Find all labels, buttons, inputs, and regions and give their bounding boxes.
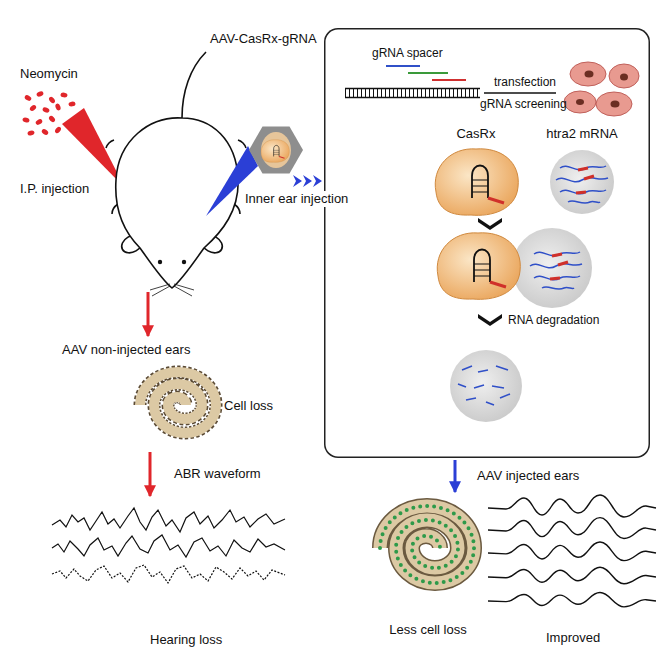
node-text: htra2 mRNA [546, 126, 618, 142]
node-text: Improved [546, 630, 600, 646]
process-panel: gRNA spacer transfection gRNA screeningRNA… [324, 28, 650, 458]
annotation-label: AAV-CasRx-gRNA [208, 31, 319, 47]
mrna-pool: htra2 mRNA [530, 124, 634, 216]
degraded-mrna [450, 350, 522, 422]
node-text: CasRx [456, 126, 495, 142]
cochlea-protected [380, 506, 474, 583]
node-text: RNA degradation [508, 313, 599, 327]
cochlea-figure: Cell loss [130, 366, 280, 450]
casrx-mrna-complex [437, 228, 592, 308]
direction-chevrons [293, 175, 322, 187]
casrx-protein: CasRx [430, 124, 522, 216]
casrx-protein [435, 149, 518, 216]
edge-label: ABR waveform [174, 466, 261, 482]
node-text: Cell loss [224, 398, 273, 414]
cochlea-damaged [140, 372, 216, 433]
flow-arrow [454, 460, 457, 492]
edge-label: AAV injected ears [477, 468, 579, 484]
mouse-figure [106, 52, 246, 296]
cochlea-figure: Less cell loss [370, 494, 486, 650]
annotation-label: I.P. injection [20, 181, 89, 197]
annotation-label: Neomycin [20, 66, 78, 82]
node-text: gRNA screening [480, 97, 567, 111]
node-text: Hearing loss [150, 632, 222, 648]
abr-traces-flat [52, 508, 285, 583]
annotation-label: Inner ear injection [243, 191, 350, 207]
node-text: gRNA spacer [372, 46, 443, 60]
abr-traces-clear [488, 495, 656, 607]
abr-waveform: Hearing loss [45, 498, 293, 654]
cultured-cells [564, 62, 639, 116]
step-chevron [478, 218, 502, 230]
flow-arrow [147, 292, 150, 336]
node-text: Less cell loss [389, 622, 466, 638]
annotation-label: AAV non-injected ears [62, 342, 190, 358]
gRNA-strands [345, 66, 556, 98]
step-chevron [478, 314, 502, 326]
flow-arrow [149, 452, 152, 496]
mrna-pool [550, 150, 614, 214]
node-text: transfection [494, 75, 556, 89]
inner-ear-icon [249, 127, 303, 174]
abr-waveform: Improved [484, 490, 660, 652]
